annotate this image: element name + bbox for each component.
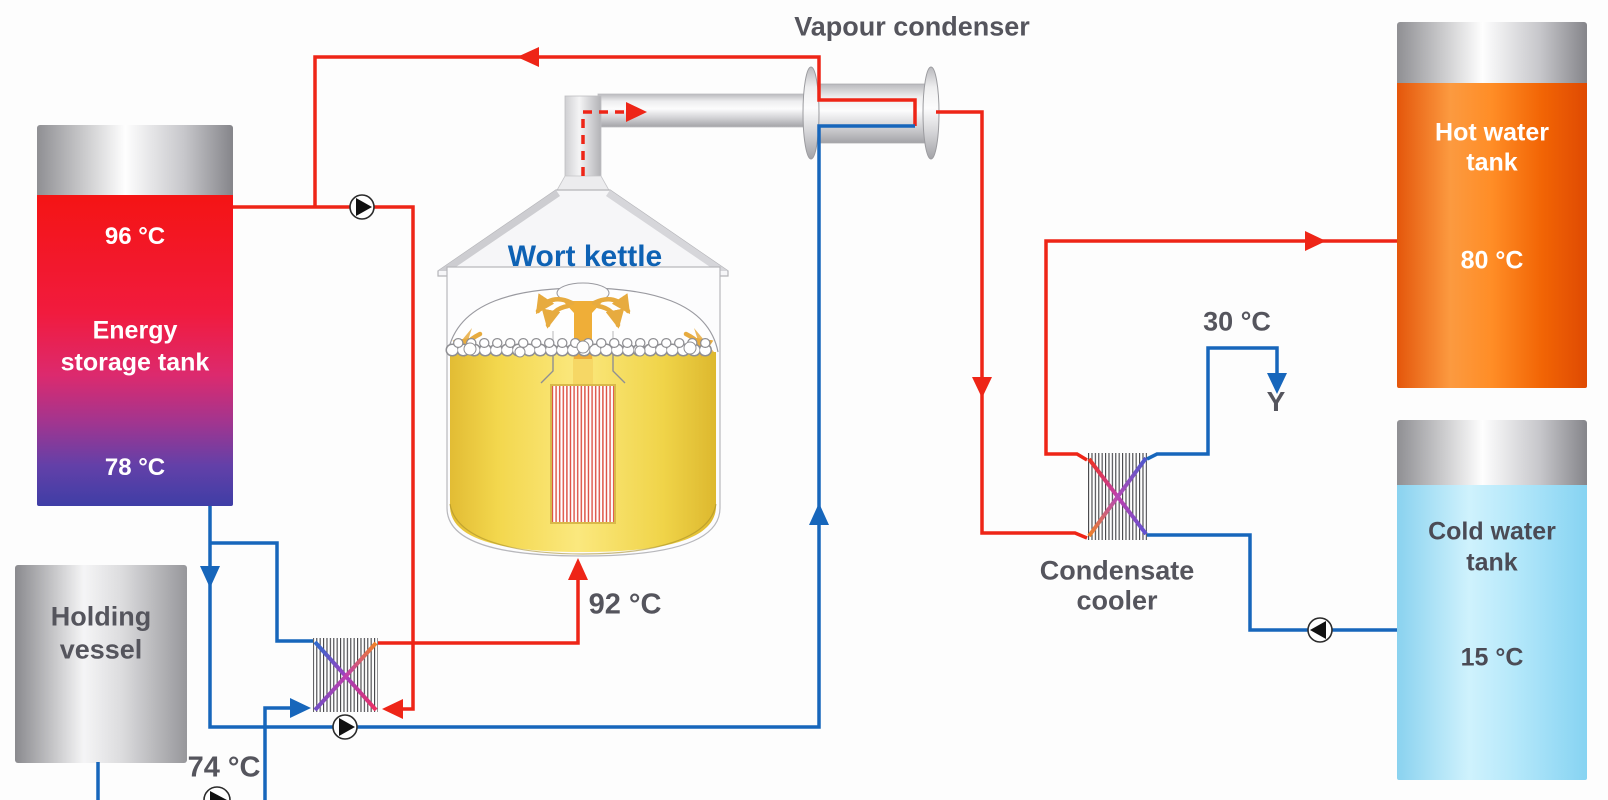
hot-water-tank-body xyxy=(1397,83,1587,388)
pipe-condensate-to-drain xyxy=(1146,346,1279,461)
temp-96: 96 °C xyxy=(104,223,166,250)
arrow-vapour-right xyxy=(626,102,647,122)
pumps xyxy=(203,194,1333,800)
holding-vessel-name-line2: vessel xyxy=(59,634,143,665)
arrow-drain-down xyxy=(1267,373,1287,394)
holding-vessel-name-line1: Holding xyxy=(50,601,152,632)
condensate-cooler-label-line2: cooler xyxy=(1076,585,1158,616)
cold-water-tank-lid xyxy=(1397,420,1587,485)
drain-label-y: Y xyxy=(1266,386,1286,417)
arrow-condensate-down xyxy=(972,377,992,398)
pipe-to-hot-water-tank xyxy=(1044,239,1397,462)
kettle-bottom-arc xyxy=(449,503,717,555)
wort-kettle-graphic xyxy=(437,189,729,557)
arrow-into-kettle-up xyxy=(568,558,588,580)
condensate-cooler-exchanger xyxy=(1087,453,1148,540)
pipe-exchanger-cooled-return xyxy=(210,541,313,643)
pipe-wort-to-kettle xyxy=(378,566,580,645)
kettle-roof-shade-left xyxy=(438,190,560,271)
temp-92: 92 °C xyxy=(588,588,662,621)
pump-cold-water xyxy=(1307,617,1333,643)
arrow-into-hot-tank-right xyxy=(1305,231,1326,251)
energy-storage-tank-lid xyxy=(37,125,233,195)
arrow-into-exchanger-left xyxy=(382,699,403,719)
internal-heater xyxy=(550,384,616,524)
energy-storage-tank: 96 °C Energy storage tank 78 °C xyxy=(37,125,233,506)
pipe-wort-from-holding xyxy=(263,706,306,800)
pipe-tank-bottom-to-condenser xyxy=(208,124,915,729)
cold-pipes xyxy=(96,124,1397,800)
hot-water-name-line2: tank xyxy=(1466,148,1518,177)
energy-storage-tank-body xyxy=(37,195,233,506)
arrow-to-tank-top-left xyxy=(517,47,539,67)
hot-water-tank: Hot water tank 80 °C xyxy=(1397,22,1587,388)
vapour-condenser-label: Vapour condenser xyxy=(794,11,1030,42)
arrow-tank-bottom-down xyxy=(200,566,220,588)
cold-water-name-line1: Cold water xyxy=(1428,517,1556,546)
cold-water-name-line2: tank xyxy=(1466,548,1518,577)
temp-74: 74 °C xyxy=(187,751,261,784)
hot-water-name-line1: Hot water xyxy=(1435,118,1549,147)
temp-80: 80 °C xyxy=(1460,246,1524,275)
wort-kettle-label: Wort kettle xyxy=(507,240,663,273)
hot-pipes xyxy=(233,55,1397,711)
vapour-condenser-graphic xyxy=(555,66,940,193)
cold-pipe-arrows xyxy=(200,373,1287,718)
fountain-subsurface xyxy=(573,356,593,388)
wort-preheater-exchanger xyxy=(313,638,378,712)
pipe-vapour-flow-dashed xyxy=(581,110,626,176)
pump-wort-line xyxy=(203,786,231,800)
pipe-hot-supply-to-exchanger xyxy=(233,205,415,711)
pump-condenser-loop xyxy=(332,714,358,740)
cold-water-tank-body xyxy=(1397,485,1587,780)
energy-storage-name-line2: storage tank xyxy=(60,348,210,377)
holding-vessel: Holding vessel xyxy=(15,565,187,763)
arrow-to-condenser-up xyxy=(809,503,829,525)
arrow-wort-into-exchanger xyxy=(290,698,311,718)
condenser-flange-left xyxy=(802,66,820,160)
temp-78: 78 °C xyxy=(104,454,166,481)
cold-water-tank: Cold water tank 15 °C xyxy=(1397,420,1587,780)
pump-energy-loop xyxy=(349,194,375,220)
condensate-cooler-label-line1: Condensate xyxy=(1039,555,1195,586)
hot-pipe-arrows xyxy=(382,47,1326,719)
temp-15: 15 °C xyxy=(1460,643,1524,672)
foam-row xyxy=(445,338,723,358)
hot-water-tank-lid xyxy=(1397,22,1587,83)
pipe-condenser-return-loop xyxy=(313,55,917,207)
pipe-condensate-drain xyxy=(936,110,1088,540)
energy-storage-name-line1: Energy xyxy=(92,316,178,345)
temp-30: 30 °C xyxy=(1203,306,1271,337)
kettle-roof-shade-right xyxy=(606,190,728,271)
